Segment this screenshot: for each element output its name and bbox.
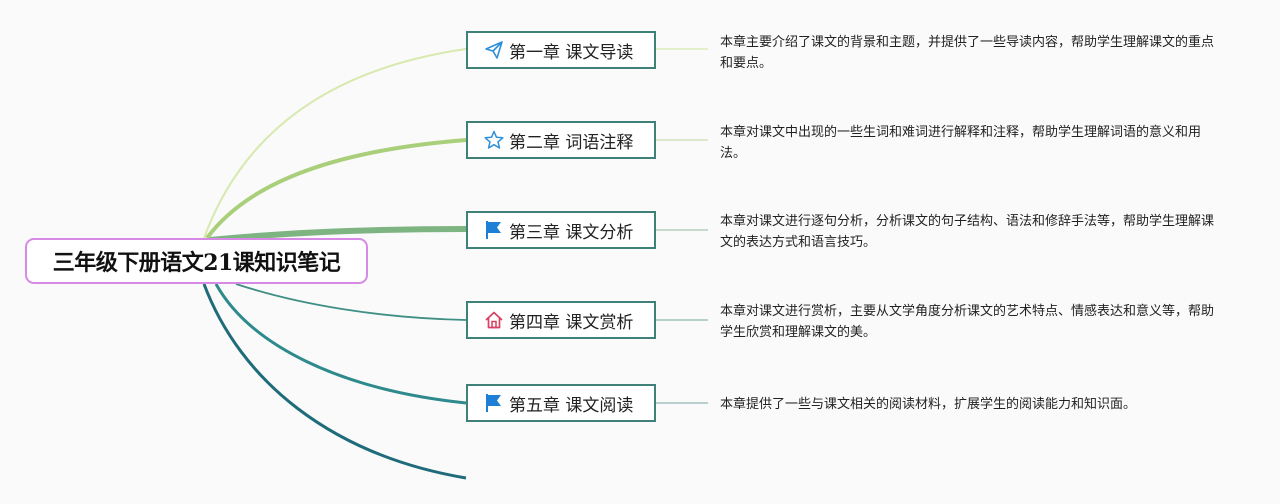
chapter-label: 第三章 课文分析 — [509, 222, 634, 243]
chapter-node-5[interactable]: 第五章 课文阅读 — [466, 384, 656, 422]
home-icon — [484, 310, 504, 330]
chapter-node-2[interactable]: 第二章 词语注释 — [466, 121, 656, 159]
chapter-description-1: 本章主要介绍了课文的背景和主题，并提供了一些导读内容，帮助学生理解课文的重点和要… — [720, 35, 1215, 71]
root-topic[interactable]: 三年级下册语文21课知识笔记 — [25, 238, 368, 284]
branch-3 — [209, 226, 467, 243]
chapter-node-1[interactable]: 第一章 课文导读 — [466, 31, 656, 69]
branch-4 — [235, 283, 467, 321]
chapter-label: 第二章 词语注释 — [509, 132, 634, 153]
chapter-description-3: 本章对课文进行逐句分析，分析课文的句子结构、语法和修辞手法等，帮助学生理解课文的… — [720, 214, 1215, 250]
paper-plane-icon — [484, 40, 504, 60]
chapter-label: 第四章 课文赏析 — [509, 312, 634, 333]
root-topic-label: 三年级下册语文21课知识笔记 — [52, 250, 341, 276]
chapter-label: 第五章 课文阅读 — [509, 395, 634, 416]
chapter-description-4: 本章对课文进行赏析，主要从文学角度分析课文的艺术特点、情感表达和意义等，帮助学生… — [720, 304, 1215, 340]
chapter-description-5: 本章提供了一些与课文相关的阅读材料，扩展学生的阅读能力和知识面。 — [720, 397, 1137, 412]
chapter-label: 第一章 课文导读 — [509, 42, 634, 63]
star-icon — [484, 130, 504, 150]
flag-icon — [484, 220, 504, 240]
branch-5 — [214, 283, 467, 405]
branch-6 — [202, 283, 467, 480]
branch-1 — [203, 48, 467, 239]
chapter-node-3[interactable]: 第三章 课文分析 — [466, 211, 656, 249]
branch-2 — [205, 138, 467, 240]
chapter-description-2: 本章对课文中出现的一些生词和难词进行解释和注释，帮助学生理解词语的意义和用法。 — [720, 125, 1202, 161]
flag-icon — [484, 393, 504, 413]
chapter-node-4[interactable]: 第四章 课文赏析 — [466, 301, 656, 339]
